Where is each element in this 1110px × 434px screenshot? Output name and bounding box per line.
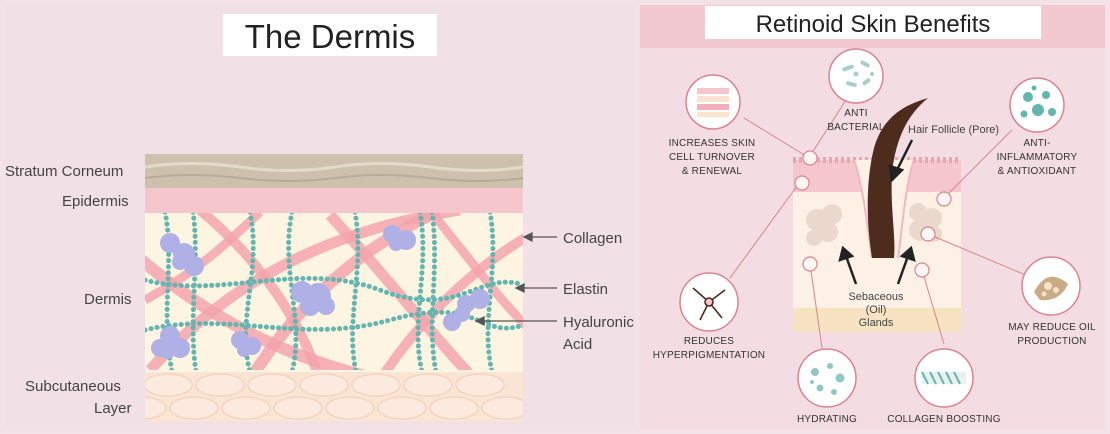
dermis-panel: The Dermis	[5, 5, 635, 429]
antibacterial-label-line1: ANTI	[844, 108, 868, 119]
turnover-label-line3: & RENEWAL	[682, 166, 743, 177]
subcutaneous-label-line2: Layer	[94, 400, 132, 417]
sebaceous-label-line3: Glands	[859, 317, 894, 329]
retinoid-title-box	[705, 6, 1041, 39]
dermis-title: The Dermis	[245, 18, 416, 55]
fiber-pointers	[474, 231, 557, 327]
stratum-corneum-label: Stratum Corneum	[5, 163, 123, 180]
retinoid-title: Retinoid Skin Benefits	[756, 11, 991, 38]
anti-inflammatory-label-line2: INFLAMMATORY	[997, 152, 1078, 163]
collagen-label: Collagen	[563, 230, 622, 247]
benefit-anti-inflammatory: ANTI- INFLAMMATORY & ANTIOXIDANT	[997, 77, 1078, 177]
hair-strand	[867, 98, 928, 258]
elastin-fibers	[145, 213, 523, 370]
epidermis-label: Epidermis	[62, 193, 129, 210]
retinoid-panel: Retinoid Skin Benefits	[640, 5, 1105, 429]
subcutaneous-label: Subcutaneous	[25, 378, 121, 395]
sebaceous-label-line2: (Oil)	[866, 304, 887, 316]
pointer-arrows	[838, 139, 916, 285]
benefit-antibacterial: ANTI BACTERIAL	[827, 48, 885, 133]
antioxidant-cells-icon	[1020, 85, 1056, 118]
benefit-hydrating: HYDRATING	[797, 348, 857, 425]
hyperpigmentation-label-line1: REDUCES	[684, 336, 734, 347]
water-molecules-icon	[810, 363, 845, 395]
skin-layers-icon	[697, 88, 729, 117]
anti-inflammatory-label-line3: & ANTIOXIDANT	[998, 166, 1077, 177]
hyaluronic-label: Hyaluronic	[563, 314, 634, 331]
benefit-collagen-boosting: COLLAGEN BOOSTING	[887, 348, 1001, 425]
reduce-oil-label-line2: PRODUCTION	[1017, 336, 1086, 347]
dermis-label: Dermis	[84, 291, 132, 308]
epidermis-layer	[145, 188, 523, 213]
dermis-title-box	[223, 14, 437, 56]
sebaceous-gland-left	[806, 204, 842, 246]
reduce-oil-label-line1: MAY REDUCE OIL	[1008, 322, 1096, 333]
skin-cross-section	[793, 98, 961, 332]
collagen-boosting-label: COLLAGEN BOOSTING	[887, 414, 1000, 425]
hair-follicle-label: Hair Follicle (Pore)	[908, 124, 999, 136]
benefit-reduce-oil: MAY REDUCE OIL PRODUCTION	[1008, 256, 1096, 347]
hydrating-label: HYDRATING	[797, 414, 857, 425]
elastin-label: Elastin	[563, 281, 608, 298]
hyaluronic-acid-clusters	[151, 225, 490, 359]
sebaceous-label: Sebaceous	[848, 291, 904, 303]
antibacterial-label-line2: BACTERIAL	[827, 122, 885, 133]
collagen-strands-icon	[921, 371, 966, 385]
connector-lines	[729, 99, 1029, 349]
dermis-layer	[145, 213, 523, 372]
oil-gland-icon	[1034, 276, 1068, 301]
hyperpigmentation-label-line2: HYPERPIGMENTATION	[653, 350, 765, 361]
anti-inflammatory-label-line1: ANTI-	[1023, 138, 1050, 149]
marker-circles	[794, 150, 952, 278]
hyaluronic-label-line2: Acid	[563, 336, 592, 353]
turnover-label-line1: INCREASES SKIN	[669, 138, 756, 149]
melanocyte-icon	[692, 287, 726, 321]
subcutaneous-layer	[145, 372, 523, 422]
turnover-label-line2: CELL TURNOVER	[669, 152, 755, 163]
stratum-corneum-layer	[144, 154, 524, 188]
benefit-cell-turnover: INCREASES SKIN CELL TURNOVER & RENEWAL	[669, 74, 756, 177]
bacteria-icon	[842, 60, 874, 88]
collagen-fibers	[145, 213, 523, 370]
benefit-hyperpigmentation: REDUCES HYPERPIGMENTATION	[653, 272, 765, 361]
